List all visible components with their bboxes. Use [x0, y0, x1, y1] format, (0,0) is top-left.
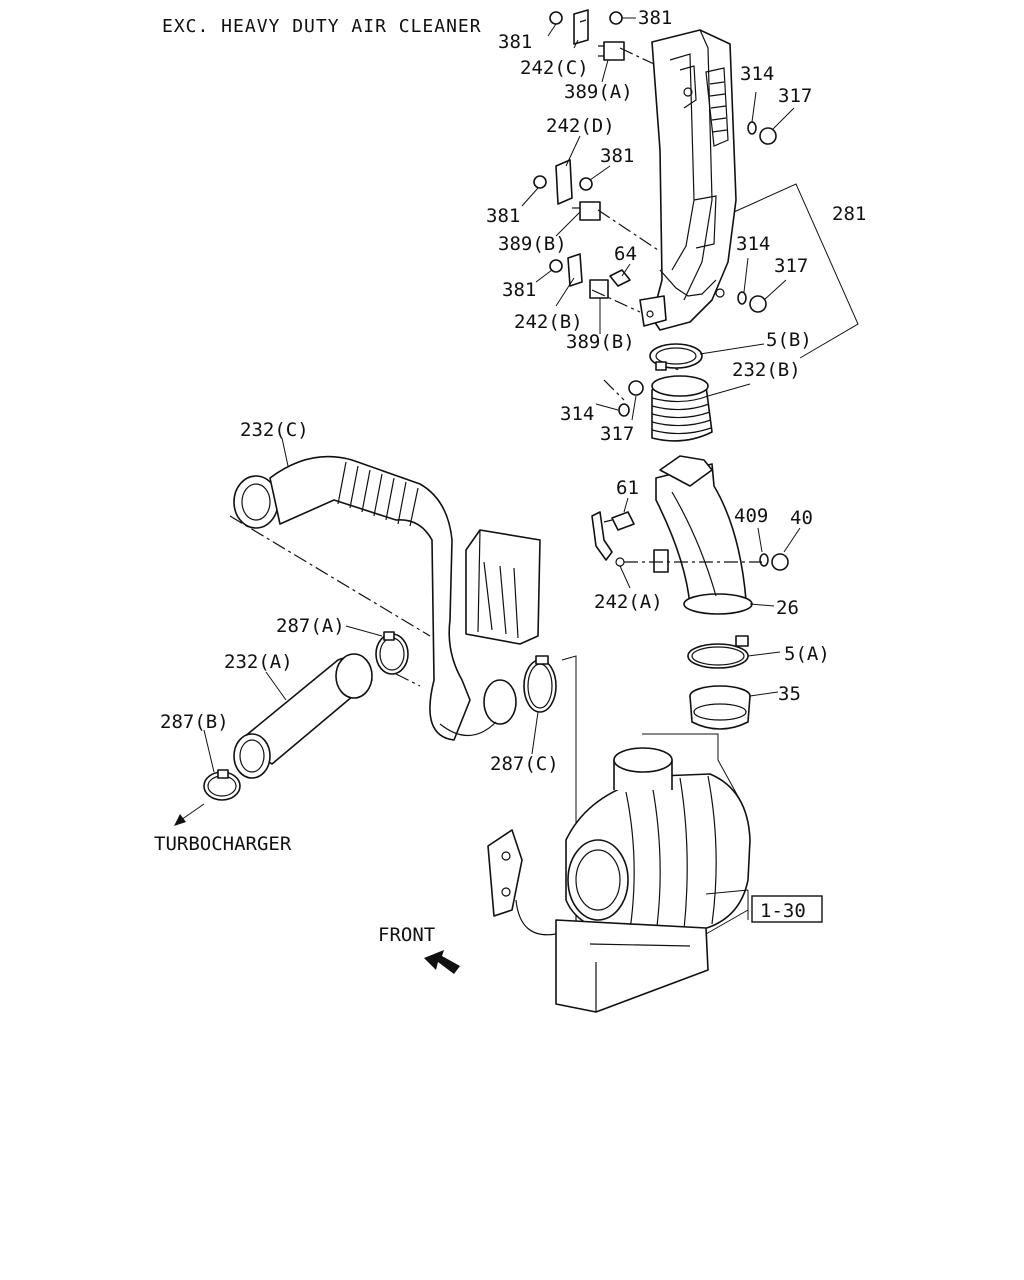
clamp-5b	[649, 343, 703, 371]
turbocharger-label: TURBOCHARGER	[154, 833, 292, 855]
label-314: 314	[736, 233, 770, 255]
nut-381-a	[549, 11, 563, 25]
bolt-64	[609, 269, 631, 287]
label-409: 409	[734, 505, 768, 527]
label-317: 317	[778, 85, 812, 107]
air-cleaner	[487, 747, 751, 1013]
washer-314-c	[618, 403, 630, 417]
label-381: 381	[638, 7, 672, 29]
label-64: 64	[614, 243, 637, 265]
label-287a: 287(A)	[276, 615, 345, 637]
label-287c: 287(C)	[490, 753, 559, 775]
nut-381-c	[579, 177, 593, 191]
label-242d: 242(D)	[546, 115, 615, 137]
label-389b: 389(B)	[498, 233, 567, 255]
label-232b: 232(B)	[732, 359, 801, 381]
label-232a: 232(A)	[224, 651, 293, 673]
nut-317-c	[628, 380, 644, 396]
nut-317-a	[759, 127, 777, 145]
label-287b: 287(B)	[160, 711, 229, 733]
label-61: 61	[616, 477, 639, 499]
label-242b: 242(B)	[514, 311, 583, 333]
label-35: 35	[778, 683, 801, 705]
label-381: 381	[486, 205, 520, 227]
washer-314-b	[737, 291, 747, 305]
label-389a: 389(A)	[564, 81, 633, 103]
front-arrow-icon	[424, 950, 460, 974]
clamp-287b	[203, 769, 241, 801]
label-314: 314	[560, 403, 594, 425]
hose-232c-outlet	[439, 679, 517, 737]
label-242a: 242(A)	[594, 591, 663, 613]
bracket-242c	[573, 9, 589, 45]
mount-389a	[598, 41, 625, 61]
nut-40	[771, 553, 789, 571]
bracket-242b	[567, 253, 583, 287]
bolt-61	[603, 511, 635, 531]
clamp-287a	[375, 631, 409, 675]
reference-box	[751, 895, 823, 923]
washer-314-a	[747, 121, 757, 135]
hose-232b	[651, 375, 713, 442]
clamp-5a	[687, 635, 749, 669]
label-232c: 232(C)	[240, 419, 309, 441]
label-381: 381	[498, 31, 532, 53]
nut-381-b	[609, 11, 623, 25]
label-317: 317	[774, 255, 808, 277]
label-381: 381	[502, 279, 536, 301]
nut-317-b	[749, 295, 767, 313]
label-26: 26	[776, 597, 799, 619]
label-314: 314	[740, 63, 774, 85]
air-intake-duct	[639, 29, 737, 331]
reference-box-label: 1-30	[760, 900, 806, 922]
label-389b: 389(B)	[566, 331, 635, 353]
adapter-35	[689, 685, 751, 730]
nut-381-d	[533, 175, 547, 189]
label-5a: 5(A)	[784, 643, 830, 665]
label-40: 40	[790, 507, 813, 529]
diagram-title: EXC. HEAVY DUTY AIR CLEANER	[162, 16, 482, 37]
part-labels: 381 381 242(C) 389(A) 314 317 242(D) 381…	[160, 7, 866, 775]
bracket-242d	[555, 159, 573, 205]
label-317: 317	[600, 423, 634, 445]
elbow-26	[653, 455, 753, 615]
mount-389b-lower	[589, 279, 609, 299]
nut-381-e	[549, 259, 563, 273]
label-5b: 5(B)	[766, 329, 812, 351]
turbocharger-arrow	[174, 803, 205, 826]
hose-232c	[233, 455, 471, 741]
label-242c: 242(C)	[520, 57, 589, 79]
leader-lines	[203, 17, 801, 935]
mount-389b-upper	[572, 201, 601, 221]
hose-232a	[233, 653, 373, 779]
washer-409	[759, 553, 769, 567]
front-label: FRONT	[378, 924, 435, 946]
label-381: 381	[600, 145, 634, 167]
silencer-box	[465, 529, 541, 645]
clamp-287c	[523, 655, 557, 713]
label-281: 281	[832, 203, 866, 225]
